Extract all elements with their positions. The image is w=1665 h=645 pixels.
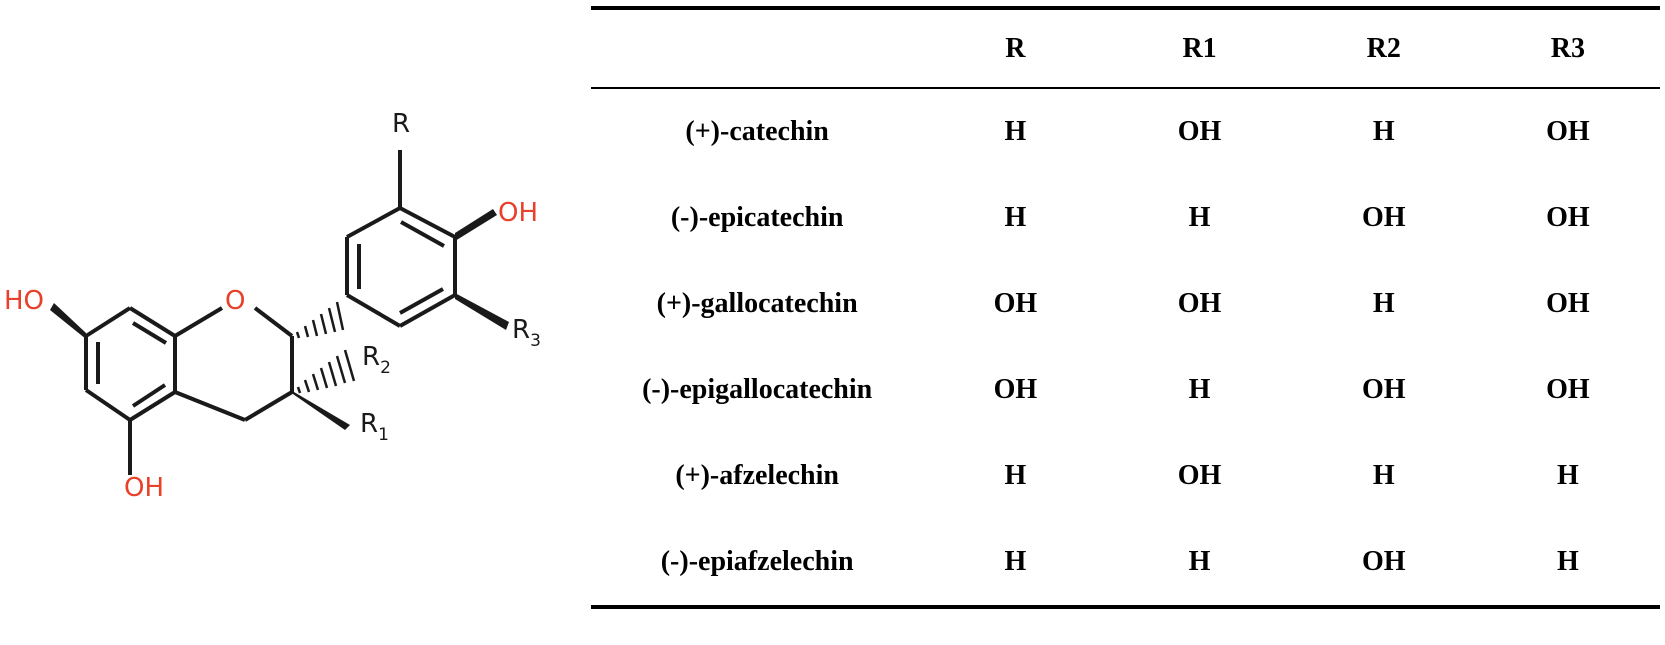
label-r1: R1 <box>360 409 389 445</box>
compound-name: (-)-epiafzelechin <box>660 546 854 577</box>
label-ho-left: HO <box>4 286 44 316</box>
cell-r: H <box>1004 202 1027 233</box>
label-oh-top: OH <box>498 198 538 228</box>
cell-r3: H <box>1557 546 1579 577</box>
substituent-table-container: R R1 R2 R3 (+)-catechin H OH H OH (-)-ep… <box>591 6 1660 609</box>
table-row: (+)-afzelechin H OH H H <box>591 433 1660 519</box>
cell-r: H <box>1004 460 1027 491</box>
cell-r2: H <box>1372 288 1395 319</box>
cell-r3: OH <box>1546 202 1590 233</box>
bond-c4 <box>243 390 294 422</box>
cell-r2: OH <box>1361 374 1406 405</box>
compound-name: (-)-epicatechin <box>670 202 844 233</box>
table-row: (-)-epigallocatechin OH H OH OH <box>591 347 1660 433</box>
wedge-oh-top <box>455 209 497 241</box>
bond-a-inner-2 <box>131 321 168 345</box>
cell-r1: OH <box>1177 460 1222 491</box>
wedge-ho-left <box>50 303 86 339</box>
table-header-row: R R1 R2 R3 <box>591 8 1660 88</box>
cell-r3: OH <box>1546 288 1590 319</box>
table-row: (-)-epiafzelechin H H OH H <box>591 519 1660 607</box>
label-r: R <box>392 109 410 139</box>
cell-r3: H <box>1557 460 1579 491</box>
cell-r1: OH <box>1177 288 1222 319</box>
table-row: (+)-catechin H OH H OH <box>591 88 1660 175</box>
header-compound <box>591 8 923 88</box>
bond-c5 <box>174 390 246 422</box>
cell-r: H <box>1004 546 1027 577</box>
bond-a1 <box>84 306 132 338</box>
cell-r2: H <box>1372 116 1395 147</box>
label-r2: R2 <box>362 342 391 378</box>
compound-name: (-)-epigallocatechin <box>642 374 873 405</box>
header-r3: R3 <box>1550 32 1586 64</box>
bond-c2 <box>253 306 294 338</box>
cell-r2: OH <box>1361 202 1406 233</box>
cell-r: H <box>1004 116 1027 147</box>
cell-r1: H <box>1188 202 1211 233</box>
wedge-bonds <box>50 209 509 430</box>
bond-c1 <box>173 306 224 338</box>
header-r1: R1 <box>1182 32 1217 64</box>
cell-r3: OH <box>1546 116 1590 147</box>
bond-a4 <box>128 390 177 422</box>
cell-r1: H <box>1188 374 1211 405</box>
cell-r: OH <box>993 374 1038 405</box>
label-oh-bottom: OH <box>124 473 164 503</box>
bond-b-inner-3 <box>399 287 444 315</box>
bond-b3 <box>399 206 456 239</box>
label-r3: R3 <box>512 315 541 351</box>
bond-a-inner-3 <box>131 383 167 408</box>
cell-r1: H <box>1188 546 1211 577</box>
label-o-ring: O <box>225 286 245 316</box>
bond-a6 <box>128 306 177 338</box>
cell-r2: H <box>1372 460 1395 491</box>
compound-name: (+)-catechin <box>685 116 829 147</box>
compound-name: (+)-gallocatechin <box>656 288 858 319</box>
structure-svg: R OH HO O OH R3 R2 R1 <box>4 109 541 503</box>
bond-a3 <box>84 388 132 422</box>
header-r: R <box>1005 32 1026 64</box>
table-row: (-)-epicatechin H H OH OH <box>591 175 1660 261</box>
cell-r2: OH <box>1361 546 1406 577</box>
hashed-bonds <box>295 301 356 394</box>
header-r2: R2 <box>1366 32 1401 64</box>
cell-r3: OH <box>1546 374 1590 405</box>
bond-b6 <box>345 293 402 328</box>
bonds <box>84 150 457 475</box>
table-row: (+)-gallocatechin OH OH H OH <box>591 261 1660 347</box>
bond-b2 <box>346 206 401 239</box>
compound-name: (+)-afzelechin <box>675 460 839 491</box>
cell-r: OH <box>993 288 1038 319</box>
substituent-table: R R1 R2 R3 (+)-catechin H OH H OH (-)-ep… <box>591 6 1660 609</box>
wedge-r3 <box>455 293 509 330</box>
wedge-r1 <box>290 392 350 430</box>
cell-r1: OH <box>1177 116 1222 147</box>
catechin-structure-diagram: R OH HO O OH R3 R2 R1 <box>0 0 590 645</box>
bond-b-inner-2 <box>400 220 445 248</box>
bond-b5 <box>399 293 456 328</box>
